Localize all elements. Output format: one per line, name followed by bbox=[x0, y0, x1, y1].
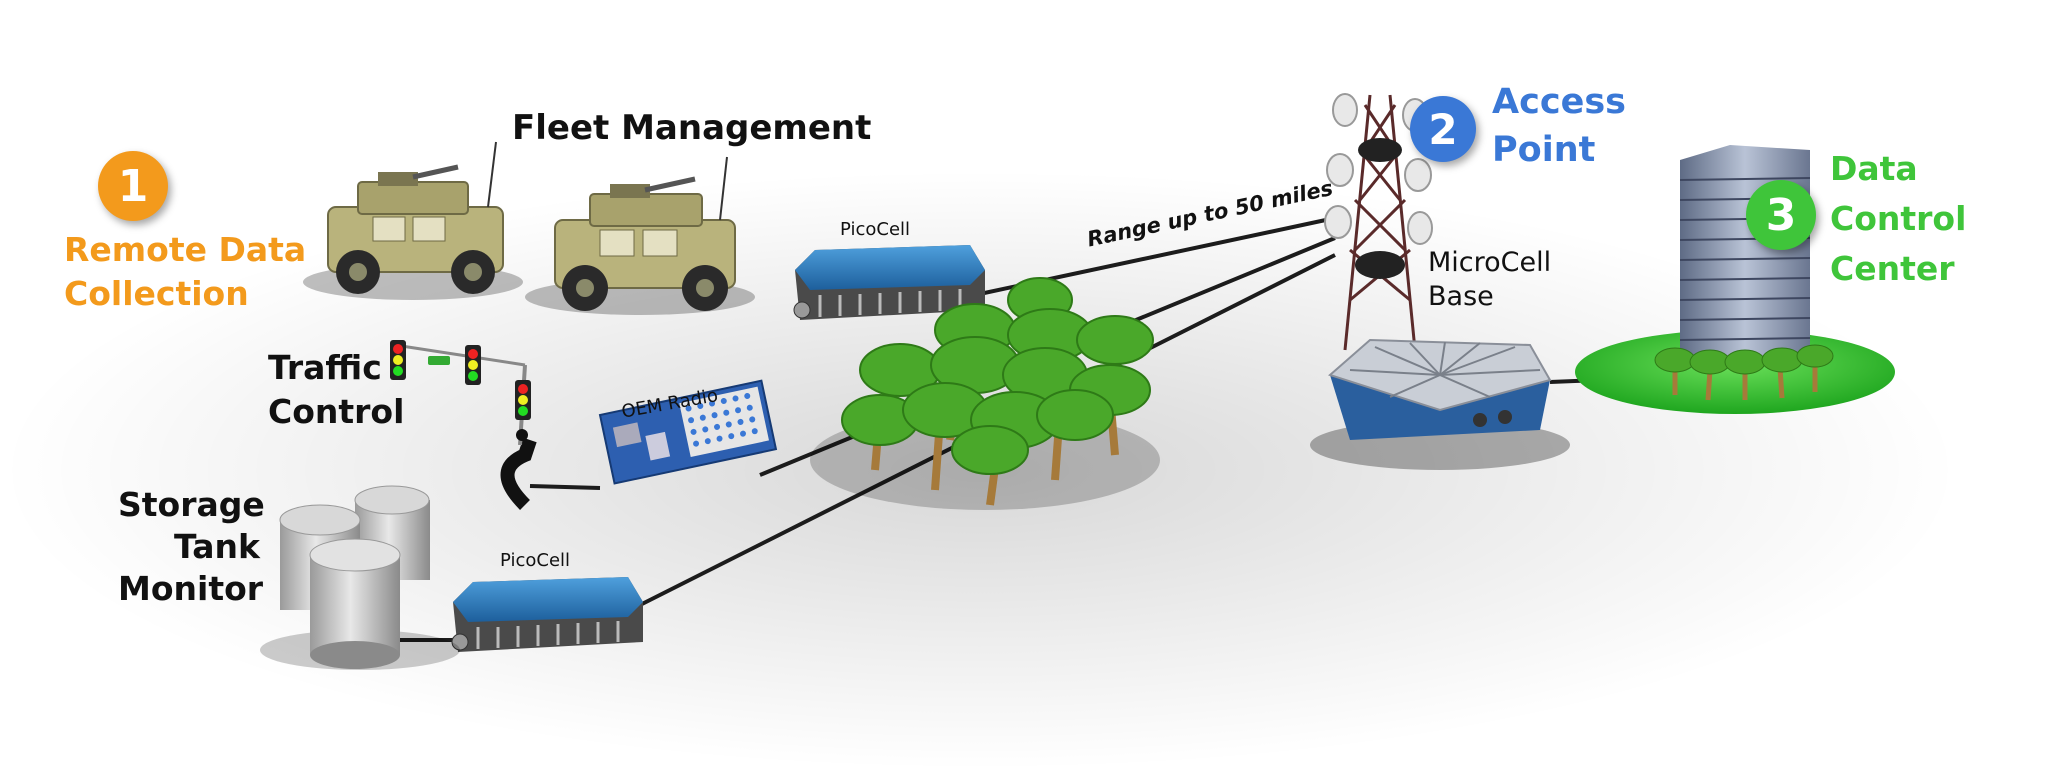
step-2-title-line1: Access bbox=[1492, 82, 1626, 122]
step-3-number: 3 bbox=[1765, 189, 1797, 241]
microcell-line1: MicroCell bbox=[1428, 247, 1552, 278]
storage-line1: Storage bbox=[118, 485, 265, 524]
step-3-title-line2: Control bbox=[1830, 199, 1967, 238]
step-1-title-line1: Remote Data bbox=[64, 230, 307, 269]
microcell-base-icon bbox=[1310, 338, 1570, 470]
step-1-title: Remote Data Collection bbox=[64, 228, 306, 316]
microcell-line2: Base bbox=[1428, 281, 1494, 312]
picocell-bottom-label: PicoCell bbox=[500, 550, 571, 571]
step-2-number: 2 bbox=[1428, 104, 1458, 154]
step-2-badge: 2 bbox=[1410, 96, 1476, 162]
storage-line3: Monitor bbox=[118, 569, 264, 608]
picocell-icon bbox=[793, 245, 985, 320]
storage-tank-icon bbox=[260, 485, 460, 670]
microcell-base-label: MicroCell Base bbox=[1428, 246, 1551, 314]
traffic-control-label: Traffic Control bbox=[268, 346, 404, 434]
traffic-control-line1: Traffic bbox=[268, 348, 382, 387]
humvee-icon bbox=[303, 141, 523, 300]
step-1-number: 1 bbox=[117, 160, 149, 212]
step-1-title-line2: Collection bbox=[64, 274, 249, 313]
step-3-title-line3: Center bbox=[1830, 249, 1955, 288]
humvee-icon bbox=[525, 156, 755, 315]
step-3-title-line1: Data bbox=[1830, 149, 1918, 188]
traffic-control-line2: Control bbox=[268, 392, 405, 431]
tree-icon bbox=[810, 277, 1160, 510]
storage-tank-monitor-label: Storage Tank Monitor bbox=[118, 484, 265, 610]
traffic-light-icon bbox=[390, 340, 537, 510]
fleet-management-label: Fleet Management bbox=[512, 108, 872, 148]
oem-radio-icon bbox=[598, 379, 778, 485]
step-3-badge: 3 bbox=[1746, 180, 1816, 250]
storage-line2: Tank bbox=[174, 527, 260, 566]
picocell-icon bbox=[451, 577, 643, 652]
picocell-top-label: PicoCell bbox=[840, 219, 911, 240]
step-2-title: Access Point bbox=[1492, 78, 1626, 174]
step-2-title-line2: Point bbox=[1492, 130, 1596, 170]
step-3-title: Data Control Center bbox=[1830, 144, 1966, 294]
step-1-badge: 1 bbox=[98, 151, 168, 221]
